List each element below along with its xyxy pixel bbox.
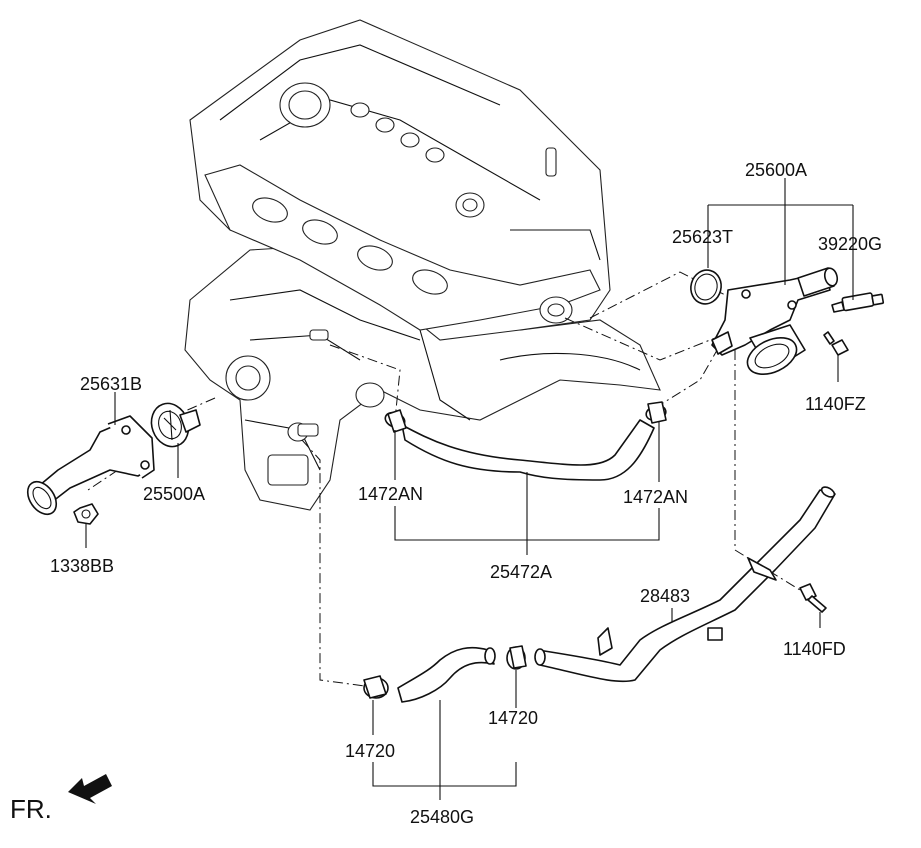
label-1472AN-right: 1472AN — [623, 487, 688, 507]
clamp-1472an-left-part[interactable] — [383, 409, 407, 433]
front-arrow-icon — [68, 774, 112, 804]
label-39220G: 39220G — [818, 234, 882, 254]
nut-1338bb-part[interactable] — [73, 503, 99, 525]
leader-lines — [85, 178, 854, 800]
label-14720-left: 14720 — [345, 741, 395, 761]
label-25500A: 25500A — [143, 484, 205, 504]
label-25631B: 25631B — [80, 374, 142, 394]
label-1140FD: 1140FD — [783, 639, 846, 659]
front-direction-indicator: FR. — [10, 774, 112, 824]
engine-assembly — [184, 19, 661, 511]
hose-25480g-part[interactable] — [397, 646, 496, 703]
label-14720-right: 14720 — [488, 708, 538, 728]
thermostat-part[interactable] — [146, 398, 201, 452]
o-ring-part[interactable] — [687, 267, 725, 308]
label-25600A: 25600A — [745, 160, 807, 180]
hose-25472a-part[interactable] — [401, 419, 655, 481]
temp-sensor-part[interactable] — [831, 292, 885, 313]
label-25480G: 25480G — [410, 807, 474, 827]
label-25623T: 25623T — [672, 227, 733, 247]
thermostat-housing-part[interactable] — [711, 267, 839, 382]
label-1140FZ: 1140FZ — [805, 394, 866, 414]
label-28483: 28483 — [640, 586, 690, 606]
water-inlet-fitting-part[interactable] — [22, 415, 155, 520]
fr-label: FR. — [10, 794, 52, 824]
bolt-1140fz-part[interactable] — [823, 331, 849, 356]
bolt-1140fd-part[interactable] — [799, 583, 827, 613]
label-1472AN-left: 1472AN — [358, 484, 423, 504]
label-1338BB: 1338BB — [50, 556, 114, 576]
label-25472A: 25472A — [490, 562, 552, 582]
clamp-14720-left-part[interactable] — [363, 675, 389, 699]
clamp-1472an-right-part[interactable] — [645, 401, 668, 424]
pipe-28483-part[interactable] — [534, 485, 836, 683]
clamp-14720-right-part[interactable] — [506, 645, 527, 670]
